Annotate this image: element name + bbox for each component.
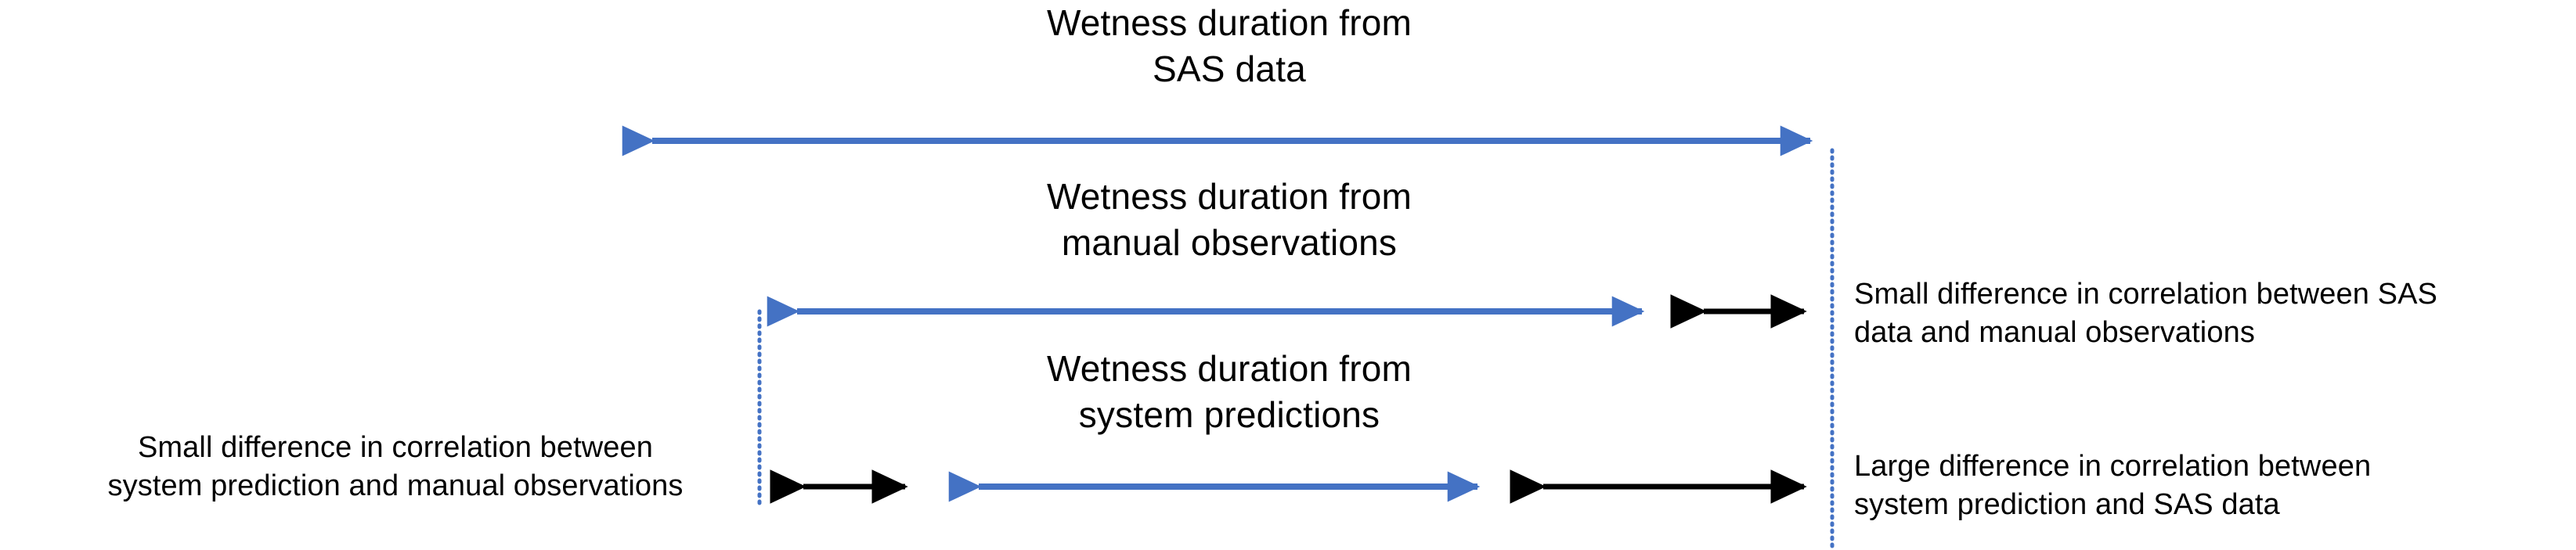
note-large-difference-system-sas: Large difference in correlation between … bbox=[1854, 450, 2372, 521]
span-label-sas-data: Wetness duration from SAS data bbox=[1046, 2, 1412, 89]
span-label-manual-observations: Wetness duration from manual observation… bbox=[1046, 176, 1412, 263]
note-small-difference-system-manual: Small difference in correlation between … bbox=[107, 431, 684, 502]
note-small-difference-sas-manual: Small difference in correlation between … bbox=[1854, 278, 2438, 349]
span-label-system-predictions: Wetness duration from system predictions bbox=[1046, 348, 1412, 435]
